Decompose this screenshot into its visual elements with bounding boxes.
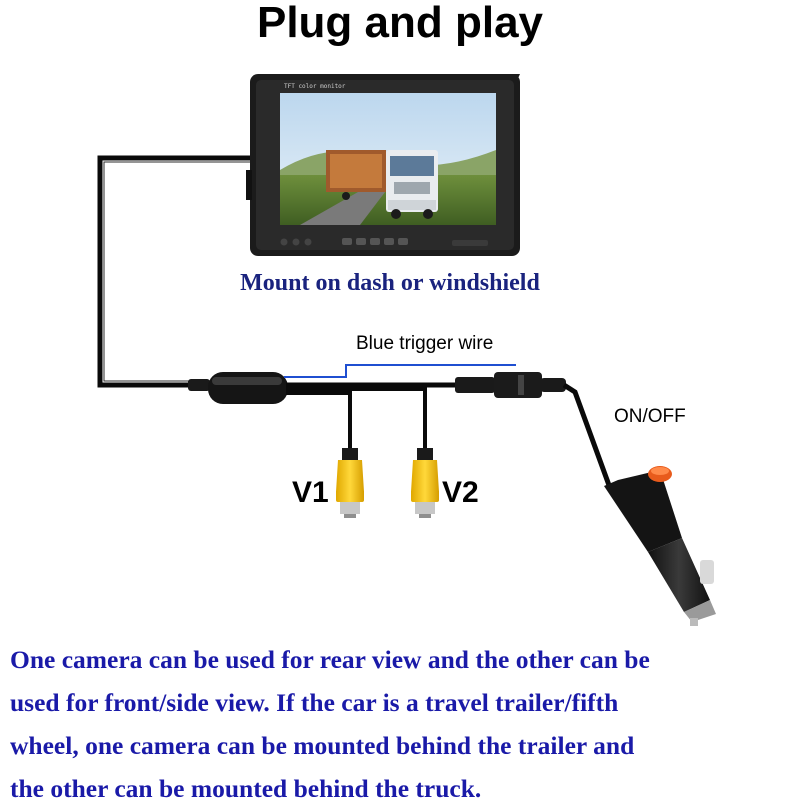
inline-connector	[455, 372, 566, 398]
description-line: used for front/side view. If the car is …	[10, 688, 619, 717]
description-line: One camera can be used for rear view and…	[10, 645, 650, 674]
monitor-screen-text: TFT color monitor	[284, 83, 346, 90]
video-input-v1-label: V1	[292, 476, 329, 509]
monitor-power-cable	[97, 155, 250, 388]
cigarette-plug-icon	[604, 466, 716, 626]
description-line: wheel, one camera can be mounted behind …	[10, 731, 635, 760]
video-input-v2-label: V2	[442, 476, 479, 509]
monitor-icon	[246, 74, 520, 256]
junction-box	[188, 372, 288, 404]
rca-connector-icon	[411, 448, 439, 518]
wiring-diagram	[97, 74, 716, 626]
page-title: Plug and play	[256, 0, 544, 47]
switch-label: ON/OFF	[614, 406, 686, 427]
trigger-wire-label: Blue trigger wire	[356, 333, 494, 354]
description-text: One camera can be used for rear view and…	[10, 638, 800, 810]
description-line: the other can be mounted behind the truc…	[10, 774, 482, 803]
mount-caption: Mount on dash or windshield	[240, 270, 540, 296]
blue-trigger-wire	[284, 364, 516, 378]
rca-connector-icon	[336, 448, 364, 518]
